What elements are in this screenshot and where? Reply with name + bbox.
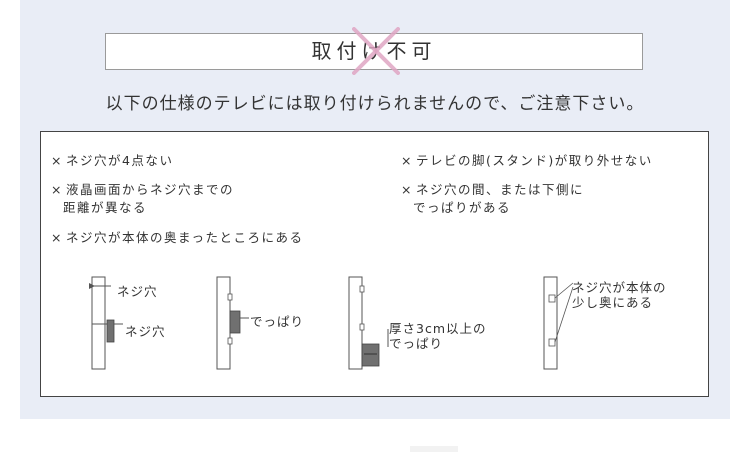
page-title: 取付け不可 [106, 34, 642, 69]
tv-side-diagrams [89, 276, 574, 370]
diagram-recessed-holes [543, 276, 574, 370]
prohibited-cross-icon [352, 27, 400, 75]
cross-bullet: × [401, 182, 413, 197]
protrusion-label: でっぱり [250, 314, 305, 329]
diagram-thick-protrusion [348, 276, 389, 370]
recessed-hole-label: ネジ穴が本体の 少し奥にある [572, 280, 667, 310]
cross-bullet: × [401, 153, 413, 168]
screw-hole-label: ネジ穴 [125, 324, 166, 339]
condition-item: ×ネジ穴が本体の奥まったところにある [51, 230, 304, 245]
thick-protrusion-label: 厚さ3cm以上の でっぱり [389, 321, 487, 351]
condition-item: ×ネジ穴が4点ない [51, 153, 174, 168]
notice-text: 以下の仕様のテレビには取り付けられませんので、ご注意下さい。 [105, 94, 645, 114]
condition-item: ×テレビの脚(スタンド)が取り外せない [401, 153, 653, 168]
diagram-protrusion-between [216, 276, 249, 370]
cross-bullet: × [51, 153, 63, 168]
cross-bullet: × [51, 182, 63, 197]
screw-hole-label: ネジ穴 [117, 284, 158, 299]
condition-item: ×液晶画面からネジ穴までの 距離が異なる [51, 182, 234, 215]
diagram-different-distance [89, 276, 123, 370]
cross-bullet: × [51, 230, 63, 245]
condition-item: ×ネジ穴の間、または下側に でっぱりがある [401, 182, 584, 215]
conditions-box: ×ネジ穴が4点ない ×液晶画面からネジ穴までの 距離が異なる ×ネジ穴が本体の奥… [40, 131, 709, 397]
decorative-strip [410, 446, 458, 452]
